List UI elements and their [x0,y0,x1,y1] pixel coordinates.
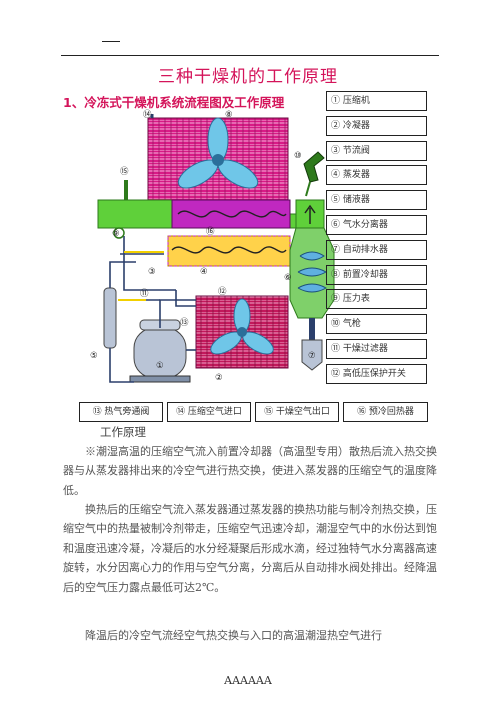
header-rule [61,55,439,56]
legend-item: ⑩ 气枪 [326,314,427,335]
header-mark [102,41,120,42]
bottom-legend-item: ⑭ 压缩空气进口 [167,402,251,422]
air-gun [303,151,325,183]
label-16: ⑯ [206,227,215,237]
body-paragraph: 换热后的压缩空气流入蒸发器通过蒸发器的换热功能与制冷剂热交换，压缩空气中的热量被… [63,503,437,594]
label-14: ⑭ [143,110,152,120]
label-4: ④ [200,267,208,277]
receiver [103,287,117,349]
label-9: ⑨ [112,229,120,239]
body-paragraph: 降温后的冷空气流经空气热交换与入口的高温潮湿热空气进行 [85,629,382,642]
label-5: ⑤ [90,351,98,361]
legend-item: ④ 蒸发器 [326,165,427,186]
pressure-gauge [113,227,125,239]
refrigerant-piping [109,236,196,383]
label-13: ⑬ [180,318,189,328]
component-legend: ① 压缩机 ② 冷凝器 ③ 节流阀 ④ 蒸发器 ⑤ 储液器 ⑥ 气水分离器 ⑦ … [326,91,427,384]
legend-item: ⑥ 气水分离器 [326,214,427,235]
label-11: ⑪ [140,289,149,299]
label-7: ⑦ [308,351,316,361]
bottom-legend-item: ⑯ 预冷回热器 [343,402,428,422]
legend-item: ⑫ 高低压保护开关 [326,363,427,384]
label-8: ⑧ [225,110,233,120]
bottom-legend-item: ⑬ 热气旁通阀 [79,402,163,422]
legend-item: ② 冷凝器 [326,115,427,136]
page-title: 三种干燥机的工作原理 [158,67,338,87]
label-2: ② [215,373,223,383]
legend-item: ⑧ 前置冷却器 [326,264,427,285]
fan-bottom [210,298,274,355]
legend-item: ③ 节流阀 [326,140,427,161]
section-subheading: 工作原理 [100,425,146,439]
label-15: ⑮ [120,167,129,177]
label-12: ⑫ [218,287,227,297]
heat-exchanger [171,199,291,229]
label-3: ③ [148,267,156,277]
bottom-legend-item: ⑮ 干燥空气出口 [255,402,339,422]
fan-top [177,117,259,189]
section-heading: 1、冷冻式干燥机系统流程图及工作原理 [63,95,285,110]
page-footer: AAAAAA [224,674,272,687]
body-paragraph: ※潮湿高温的压缩空气流入前置冷却器（高温型专用）散热后流入热交换器与从蒸发器排出… [63,445,437,497]
compressor [129,319,191,383]
legend-item: ⑤ 储液器 [326,190,427,211]
label-6: ⑥ [284,273,292,283]
legend-item: ⑪ 干燥过滤器 [326,338,427,359]
legend-item: ① 压缩机 [326,91,427,111]
label-10: ⑩ [294,151,302,161]
label-1: ① [156,361,164,371]
evaporator [167,235,291,267]
legend-item: ⑦ 自动排水器 [326,239,427,260]
auto-drain [301,339,323,371]
legend-item: ⑨ 压力表 [326,289,427,310]
